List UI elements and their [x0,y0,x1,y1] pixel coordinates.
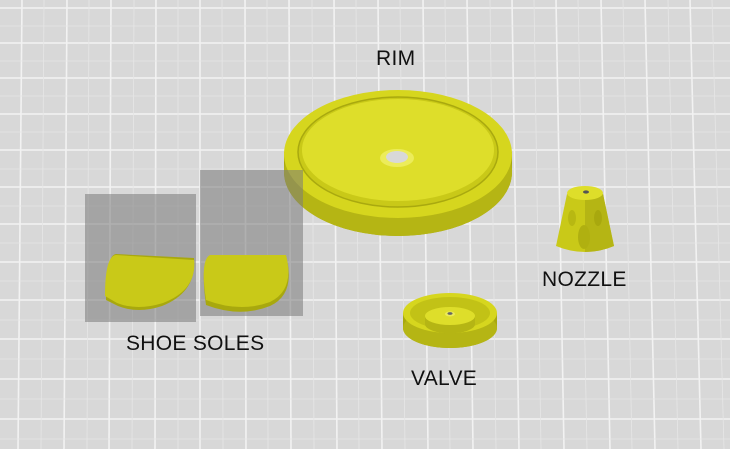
shoe-sole-left[interactable] [85,194,196,322]
rim-model[interactable] [284,90,512,236]
rim-label: RIM [376,47,416,70]
nozzle-model[interactable] [556,186,614,252]
valve-model[interactable] [403,293,497,348]
valve-label: VALVE [411,367,478,390]
nozzle-label: NOZZLE [542,268,627,291]
shoe-soles-label: SHOE SOLES [126,332,265,355]
shoe-sole-right[interactable] [200,170,303,316]
